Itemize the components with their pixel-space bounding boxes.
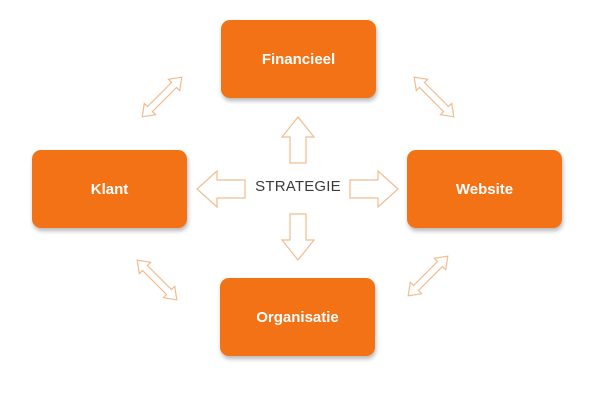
- node-website-label: Website: [455, 180, 514, 198]
- arrow-right-to-website: [349, 169, 399, 209]
- arrow-left-to-klant: [196, 169, 246, 209]
- center-label-strategie: STRATEGIE: [255, 178, 341, 195]
- arrow-up-to-financieel: [280, 116, 316, 164]
- node-klant: Klant: [32, 150, 187, 228]
- node-klant-label: Klant: [90, 180, 129, 198]
- node-website: Website: [407, 150, 562, 228]
- node-financieel: Financieel: [221, 20, 376, 98]
- double-arrow-financieel-website: [413, 76, 455, 118]
- double-arrow-klant-financieel: [141, 76, 183, 118]
- node-organisatie: Organisatie: [220, 278, 375, 356]
- node-financieel-label: Financieel: [261, 50, 336, 68]
- node-organisatie-label: Organisatie: [256, 308, 339, 326]
- arrow-down-to-organisatie: [280, 213, 316, 261]
- double-arrow-klant-organisatie: [136, 259, 178, 301]
- double-arrow-organisatie-website: [407, 255, 449, 297]
